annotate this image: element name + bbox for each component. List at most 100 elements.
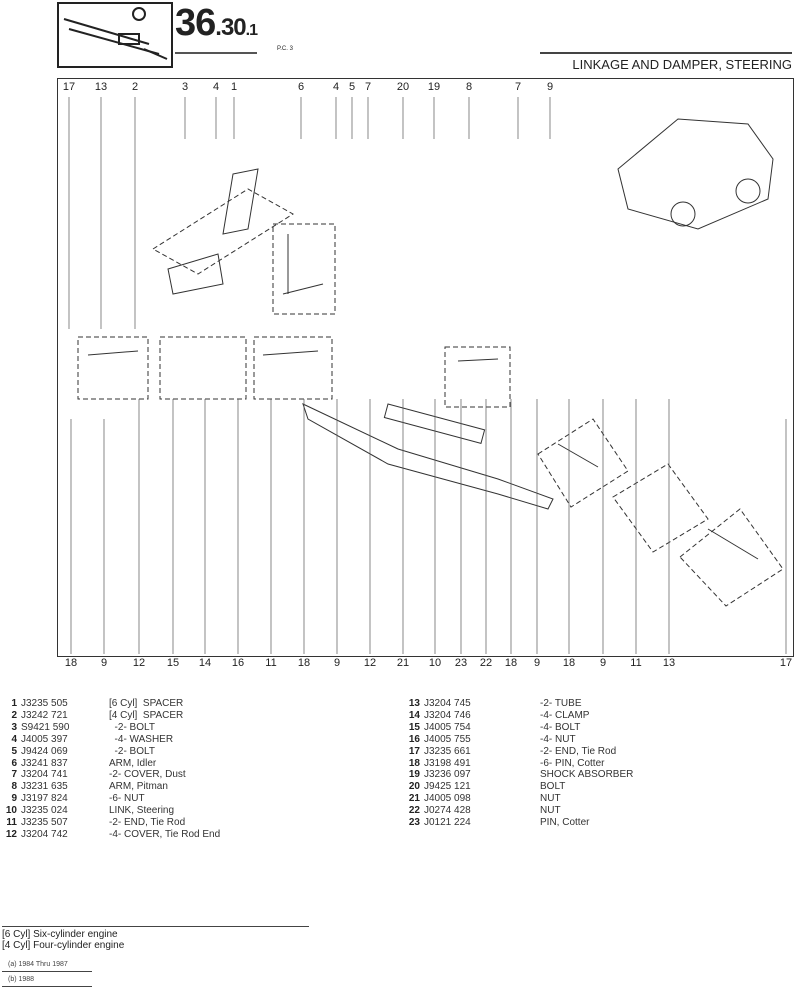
part-description: -2- BOLT [109, 745, 155, 757]
callout-label: 18 [297, 657, 311, 669]
part-number: J3204 741 [21, 769, 68, 781]
part-ref-number: 23 [408, 817, 420, 828]
part-description: ARM, Idler [109, 757, 157, 769]
callout-label: 19 [427, 81, 441, 93]
part-ref-number: 7 [11, 769, 17, 781]
part-description: ARM, Pitman [109, 781, 168, 793]
part-ref-number: 14 [408, 709, 420, 721]
callout-label: 12 [363, 657, 377, 669]
part-description: -4- BOLT [540, 721, 581, 733]
part-number: J3204 745 [424, 698, 471, 709]
callout-label: 10 [428, 657, 442, 669]
part-ref-number: 4 [11, 733, 17, 745]
callout-label: 22 [479, 657, 493, 669]
page-title: LINKAGE AND DAMPER, STEERING [540, 52, 792, 72]
callout-label: 4 [212, 81, 220, 93]
part-ref-number: 5 [11, 745, 17, 757]
part-description: -2- BOLT [109, 721, 155, 733]
callout-label: 9 [100, 657, 108, 669]
part-number: J4005 754 [424, 721, 471, 733]
part-number: J3236 097 [424, 769, 471, 781]
part-ref-number: 2 [11, 709, 17, 721]
part-number: J3197 824 [21, 793, 68, 805]
callout-label: 3 [181, 81, 189, 93]
callout-label: 9 [599, 657, 607, 669]
callout-label: 17 [62, 81, 76, 93]
part-number: J0274 428 [424, 805, 471, 817]
section-page: .1 [245, 22, 258, 39]
part-description: NUT [540, 805, 561, 817]
part-ref-number: 15 [408, 721, 420, 733]
part-number: J3235 024 [21, 805, 68, 817]
parts-list-row: 7 J3204 741 -2- COVER, Dust [1, 769, 185, 781]
callout-label: 21 [396, 657, 410, 669]
part-number: J9425 121 [424, 781, 471, 793]
callout-label: 16 [231, 657, 245, 669]
part-ref-number: 20 [408, 781, 420, 793]
part-ref-number: 17 [408, 745, 420, 757]
part-description: -6- PIN, Cotter [540, 757, 605, 769]
parts-list-row: 14 J3204 746 -4- CLAMP [404, 709, 590, 722]
part-number: J3235 507 [21, 817, 68, 828]
callout-label: 7 [514, 81, 522, 93]
part-number: S9421 590 [21, 721, 70, 733]
part-ref-number: 12 [5, 828, 17, 840]
parts-list-row: 3 S9421 590 -2- BOLT [1, 721, 155, 734]
part-description: SHOCK ABSORBER [540, 769, 634, 781]
part-number: J3204 746 [424, 709, 471, 721]
footnote-6cyl: [6 Cyl] Six-cylinder engine [2, 929, 118, 940]
part-number: J3241 837 [21, 757, 68, 769]
part-description: -2- TUBE [540, 698, 582, 709]
callout-label: 18 [64, 657, 78, 669]
part-ref-number: 11 [6, 817, 17, 828]
part-description: -4- NUT [540, 733, 576, 745]
part-description: [4 Cyl] SPACER [109, 709, 184, 721]
part-ref-number: 9 [11, 793, 17, 805]
callout-label: 9 [333, 657, 341, 669]
callout-label: 4 [332, 81, 340, 93]
part-ref-number: 19 [408, 769, 420, 781]
part-ref-number: 3 [11, 721, 17, 733]
callout-label: 17 [779, 657, 793, 669]
section-number: 36.30.1 [175, 2, 258, 54]
part-ref-number: 1 [11, 698, 17, 709]
callout-label: 13 [94, 81, 108, 93]
thumbnail-illustration [57, 2, 173, 68]
footnotes: [6 Cyl] Six-cylinder engine [4 Cyl] Four… [2, 926, 309, 987]
callout-label: 2 [131, 81, 139, 93]
part-description: -2- END, Tie Rod [540, 745, 617, 757]
section-main: 36 [175, 2, 216, 44]
part-ref-number: 8 [11, 781, 17, 793]
parts-list-row: 17 J3235 661 -2- END, Tie Rod [404, 745, 616, 758]
pc-label: P.C. 3 [277, 46, 293, 52]
part-number: J3235 661 [424, 745, 471, 757]
callout-label: 14 [198, 657, 212, 669]
part-number: J9424 069 [21, 745, 68, 757]
callout-label: 11 [630, 657, 642, 669]
part-description: -4- CLAMP [540, 709, 590, 721]
parts-list-row: 5 J9424 069 -2- BOLT [1, 745, 155, 758]
callout-label: 20 [396, 81, 410, 93]
callout-label: 12 [132, 657, 146, 669]
part-ref-number: 18 [408, 757, 420, 769]
callout-label: 9 [533, 657, 541, 669]
part-description: -2- COVER, Dust [109, 769, 186, 781]
section-sub: .30 [215, 14, 246, 41]
part-number: J4005 098 [424, 793, 471, 805]
part-description: -4- WASHER [109, 733, 174, 745]
callout-label: 15 [166, 657, 180, 669]
parts-list-row: 18 J3198 491 -6- PIN, Cotter [404, 757, 605, 770]
part-description: PIN, Cotter [540, 817, 590, 828]
part-number: J3198 491 [424, 757, 471, 769]
part-ref-number: 21 [408, 793, 420, 805]
